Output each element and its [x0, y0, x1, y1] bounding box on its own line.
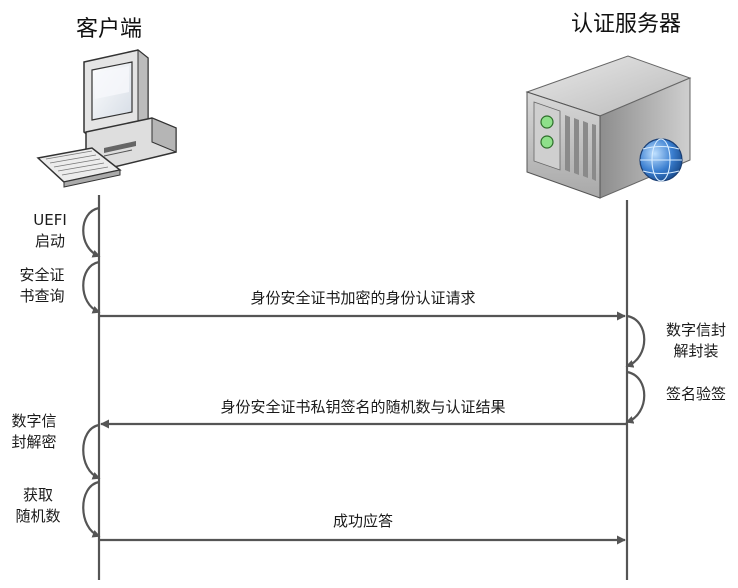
client-loop-get-random	[82, 480, 101, 538]
server-step-envelope-unseal: 数字信封 解封装	[665, 321, 726, 360]
client-loop-envelope-decrypt	[82, 423, 101, 480]
server-step-signature-verify: 签名验签	[665, 385, 726, 403]
client-loop-cert-query	[82, 260, 101, 314]
message-label-auth-request: 身份安全证书加密的身份认证请求	[250, 289, 476, 307]
client-computer-icon	[36, 48, 177, 188]
client-title: 客户端	[76, 17, 143, 42]
server-icon	[525, 55, 692, 199]
client-loop-uefi-boot	[82, 206, 101, 258]
message-label-auth-result: 身份安全证书私钥签名的随机数与认证结果	[220, 398, 506, 416]
client-step-cert-query: 安全证 书查询	[19, 266, 65, 305]
server-loop-envelope-unseal	[625, 314, 646, 368]
client-step-get-random: 获取 随机数	[15, 486, 61, 525]
server-loop-signature-verify	[625, 370, 646, 424]
message-label-success: 成功应答	[332, 512, 393, 530]
client-step-uefi-boot: UEFI 启动	[33, 211, 67, 250]
client-step-envelope-decrypt: 数字信 封解密	[11, 412, 57, 451]
server-title: 认证服务器	[571, 12, 682, 37]
